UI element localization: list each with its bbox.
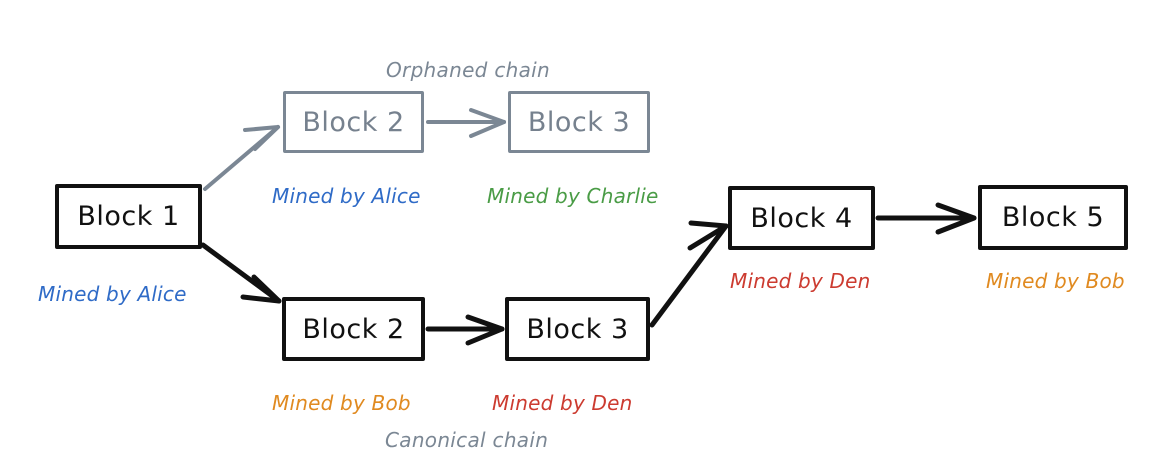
- block-box-orphan-block-3[interactable]: Block 3: [508, 91, 650, 153]
- block-box-block-1[interactable]: Block 1: [55, 184, 202, 249]
- block-label: Block 3: [526, 313, 629, 345]
- arrow-block1-to-orphan-block2: [203, 125, 280, 191]
- miner-label-orphan-block-2: Mined by Alice: [272, 184, 421, 208]
- arrow-canonical-block2-to-block3: [425, 314, 505, 346]
- miner-label-orphan-block-3: Mined by Charlie: [487, 184, 659, 208]
- block-box-block-5[interactable]: Block 5: [978, 185, 1128, 250]
- arrow-block4-to-block5: [875, 202, 977, 235]
- block-box-block-4[interactable]: Block 4: [728, 186, 875, 250]
- orphaned-chain-label: Orphaned chain: [386, 58, 550, 82]
- block-box-canonical-block-3[interactable]: Block 3: [505, 297, 650, 361]
- arrow-canonical-block3-to-block4: [649, 220, 729, 328]
- block-label: Block 1: [77, 201, 180, 232]
- block-box-canonical-block-2[interactable]: Block 2: [282, 297, 425, 361]
- miner-label-canonical-block-3: Mined by Den: [492, 391, 633, 415]
- canonical-chain-label: Canonical chain: [385, 428, 549, 452]
- miner-label-canonical-block-2: Mined by Bob: [272, 391, 411, 415]
- block-label: Block 2: [302, 313, 405, 345]
- miner-label-block-5: Mined by Bob: [986, 269, 1125, 293]
- miner-label-block-4: Mined by Den: [730, 269, 871, 293]
- arrow-orphan-block2-to-orphan-block3: [426, 108, 506, 138]
- block-label: Block 4: [750, 202, 853, 234]
- block-label: Block 2: [302, 106, 405, 138]
- arrow-block1-to-canonical-block2: [200, 242, 282, 304]
- miner-label-block-1: Mined by Alice: [38, 282, 187, 306]
- block-label: Block 5: [1001, 202, 1105, 233]
- block-box-orphan-block-2[interactable]: Block 2: [283, 91, 424, 153]
- block-label: Block 3: [527, 106, 631, 138]
